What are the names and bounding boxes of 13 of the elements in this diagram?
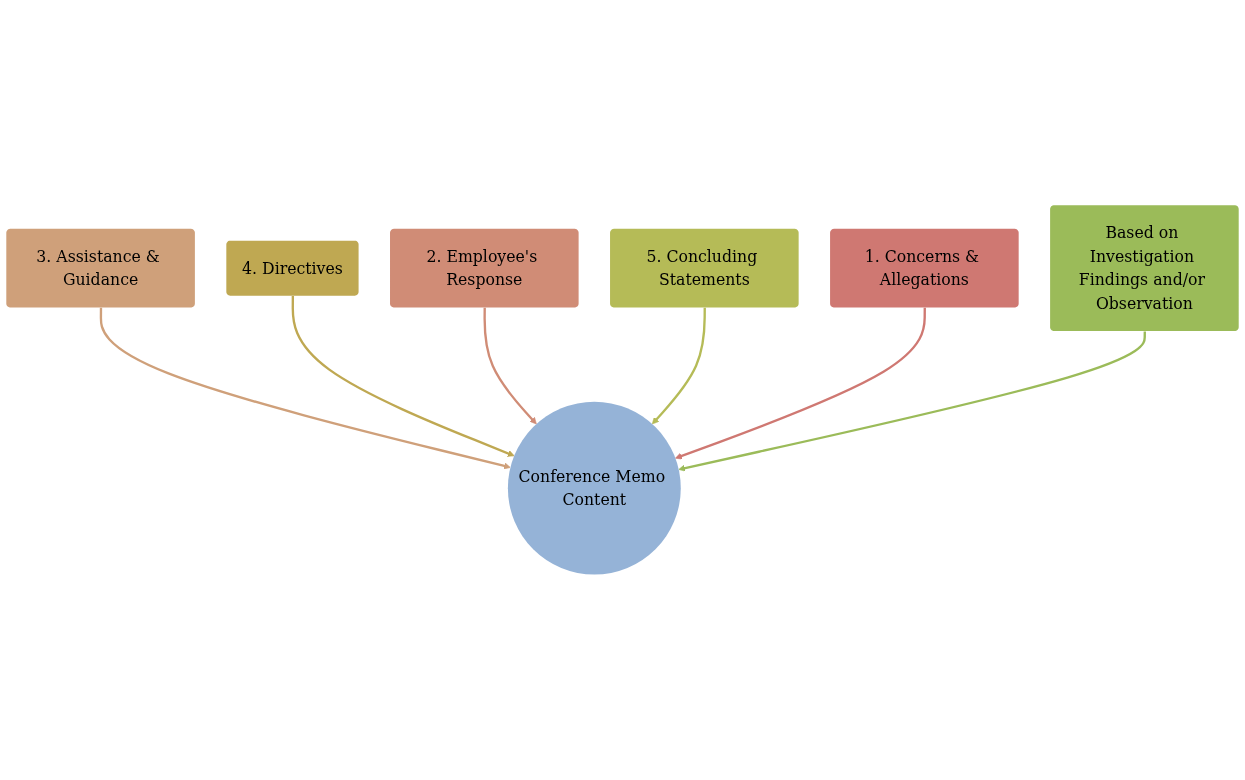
arrow [291,296,515,457]
arrow [99,307,511,470]
node-box: Based on Investigation Findings and/or Observation [1050,205,1239,332]
node-box: 4. Directives [226,240,359,296]
arrow [483,307,537,425]
arrow [678,331,1146,472]
arrow [651,307,706,425]
node-box: 2. Employee's Response [390,228,579,308]
arrow [675,307,926,460]
node-box: 1. Concerns & Allegations [830,228,1019,308]
node-box: 5. Concluding Statements [610,228,799,308]
node-box: 3. Assistance & Guidance [6,228,195,308]
node-circle: Conference Memo Content [507,401,681,575]
